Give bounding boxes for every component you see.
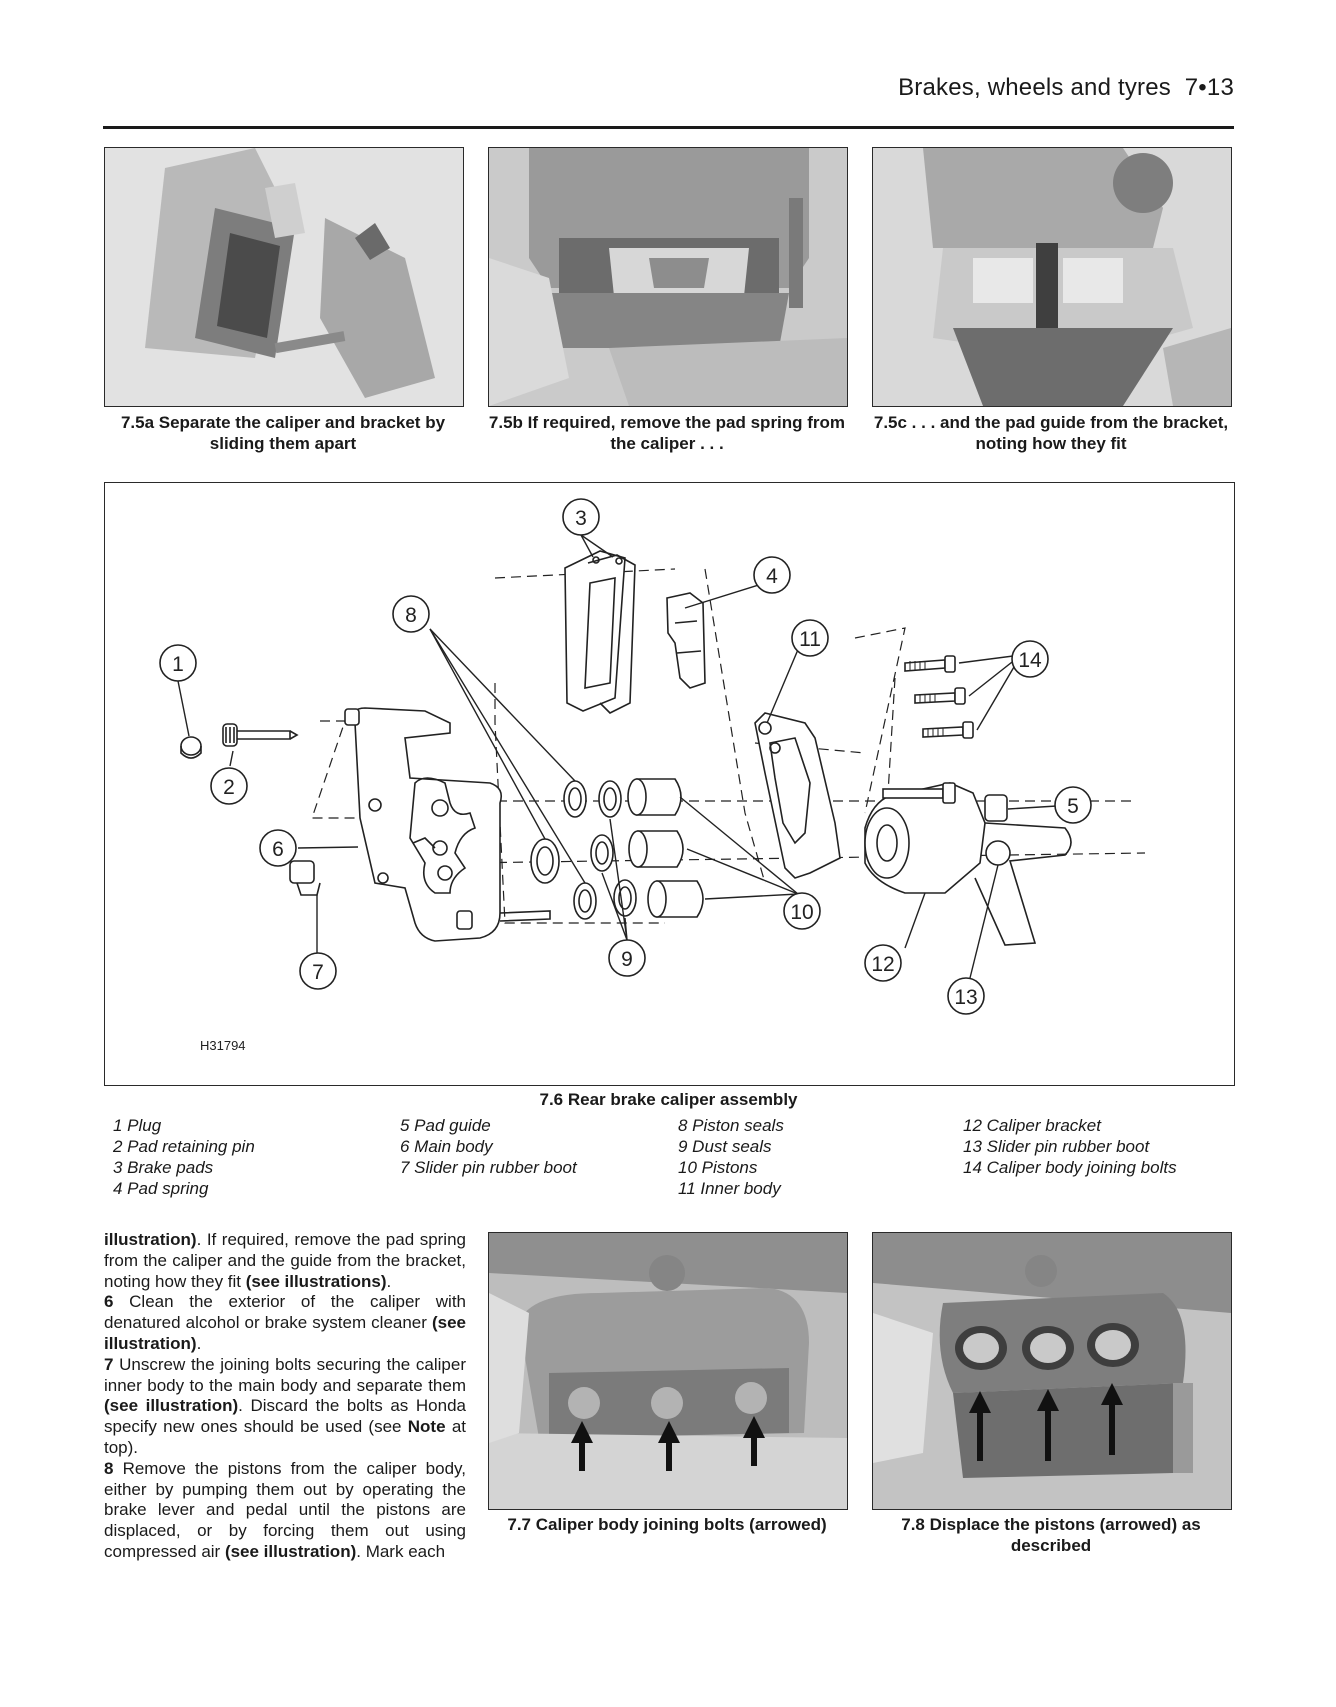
- body-paragraph: illustration). If required, remove the p…: [104, 1230, 466, 1291]
- callout-12: 12: [871, 953, 894, 976]
- legend-item: 9 Dust seals: [678, 1137, 772, 1156]
- photo-7-5a: [104, 147, 464, 407]
- legend-item: 8 Piston seals: [678, 1116, 784, 1135]
- callout-6: 6: [272, 838, 284, 861]
- callout-5: 5: [1067, 795, 1079, 818]
- legend-col-1: 1 Plug 2 Pad retaining pin 3 Brake pads …: [113, 1115, 255, 1199]
- legend-item: 2 Pad retaining pin: [113, 1137, 255, 1156]
- callout-3: 3: [575, 507, 587, 530]
- body-paragraph: 8 Remove the pistons from the caliper bo…: [104, 1458, 466, 1561]
- legend-item: 11 Inner body: [678, 1179, 781, 1198]
- legend-item: 5 Pad guide: [400, 1116, 491, 1135]
- legend-col-2: 5 Pad guide 6 Main body 7 Slider pin rub…: [400, 1115, 577, 1178]
- exploded-diagram: 1 2 3 4 5 6 7 8 9 10 11 12 13 14 H31794: [104, 482, 1235, 1086]
- legend-item: 7 Slider pin rubber boot: [400, 1158, 577, 1177]
- photo-caption-7-5a: 7.5a Separate the caliper and bracket by…: [120, 413, 446, 453]
- callout-8: 8: [405, 604, 417, 627]
- callout-9: 9: [621, 948, 633, 971]
- running-head: Brakes, wheels and tyres 7•13: [880, 74, 1234, 102]
- arrow-up-icon: [658, 1421, 680, 1471]
- legend-col-3: 8 Piston seals 9 Dust seals 10 Pistons 1…: [678, 1115, 784, 1199]
- arrow-up-icon: [969, 1391, 991, 1461]
- diagram-ref-code: H31794: [200, 1038, 246, 1053]
- legend-item: 6 Main body: [400, 1137, 493, 1156]
- header-rule: [103, 126, 1234, 129]
- arrow-icons: [571, 1416, 765, 1471]
- photo-caption-7-5b: 7.5b If required, remove the pad spring …: [488, 413, 846, 453]
- arrow-up-icon: [743, 1416, 765, 1466]
- legend-item: 1 Plug: [113, 1116, 162, 1135]
- legend-item: 13 Slider pin rubber boot: [963, 1137, 1150, 1156]
- callout-4: 4: [766, 565, 778, 588]
- arrow-icons: [969, 1383, 1123, 1461]
- legend-item: 4 Pad spring: [113, 1179, 209, 1198]
- body-text: illustration). If required, remove the p…: [104, 1230, 466, 1563]
- callout-2: 2: [223, 776, 235, 799]
- photo-caption-7-5c: 7.5c . . . and the pad guide from the br…: [873, 413, 1229, 453]
- callout-10: 10: [790, 901, 813, 924]
- callout-1: 1: [172, 653, 184, 676]
- legend-item: 10 Pistons: [678, 1158, 758, 1177]
- arrow-up-icon: [1037, 1389, 1059, 1461]
- photo-caption-7-7: 7.7 Caliper body joining bolts (arrowed): [507, 1515, 827, 1534]
- diagram-caption: 7.6 Rear brake caliper assembly: [539, 1090, 798, 1109]
- legend-item: 3 Brake pads: [113, 1158, 214, 1177]
- photo-7-5b: [488, 147, 848, 407]
- body-paragraph: 7 Unscrew the joining bolts securing the…: [104, 1354, 466, 1457]
- arrow-up-icon: [1101, 1383, 1123, 1455]
- callout-13: 13: [954, 986, 977, 1009]
- legend-col-4: 12 Caliper bracket 13 Slider pin rubber …: [963, 1115, 1177, 1178]
- photo-7-8: [872, 1232, 1232, 1510]
- callout-7: 7: [312, 961, 324, 984]
- photo-caption-7-8: 7.8 Displace the pistons (arrowed) as de…: [901, 1515, 1201, 1555]
- photo-7-7: [488, 1232, 848, 1510]
- section-title: Brakes, wheels and tyres: [898, 74, 1171, 101]
- page-number: 7•13: [1184, 74, 1234, 101]
- caliper-exploded-view: 1 2 3 4 5 6 7 8 9 10 11 12 13 14 H31794: [159, 498, 1146, 1053]
- legend-item: 14 Caliper body joining bolts: [963, 1158, 1177, 1177]
- callout-14: 14: [1018, 649, 1042, 672]
- legend-item: 12 Caliper bracket: [963, 1116, 1101, 1135]
- body-paragraph: 6 Clean the exterior of the caliper with…: [104, 1292, 466, 1353]
- photo-7-5c: [872, 147, 1232, 407]
- callout-11: 11: [799, 628, 821, 651]
- arrow-up-icon: [571, 1421, 593, 1471]
